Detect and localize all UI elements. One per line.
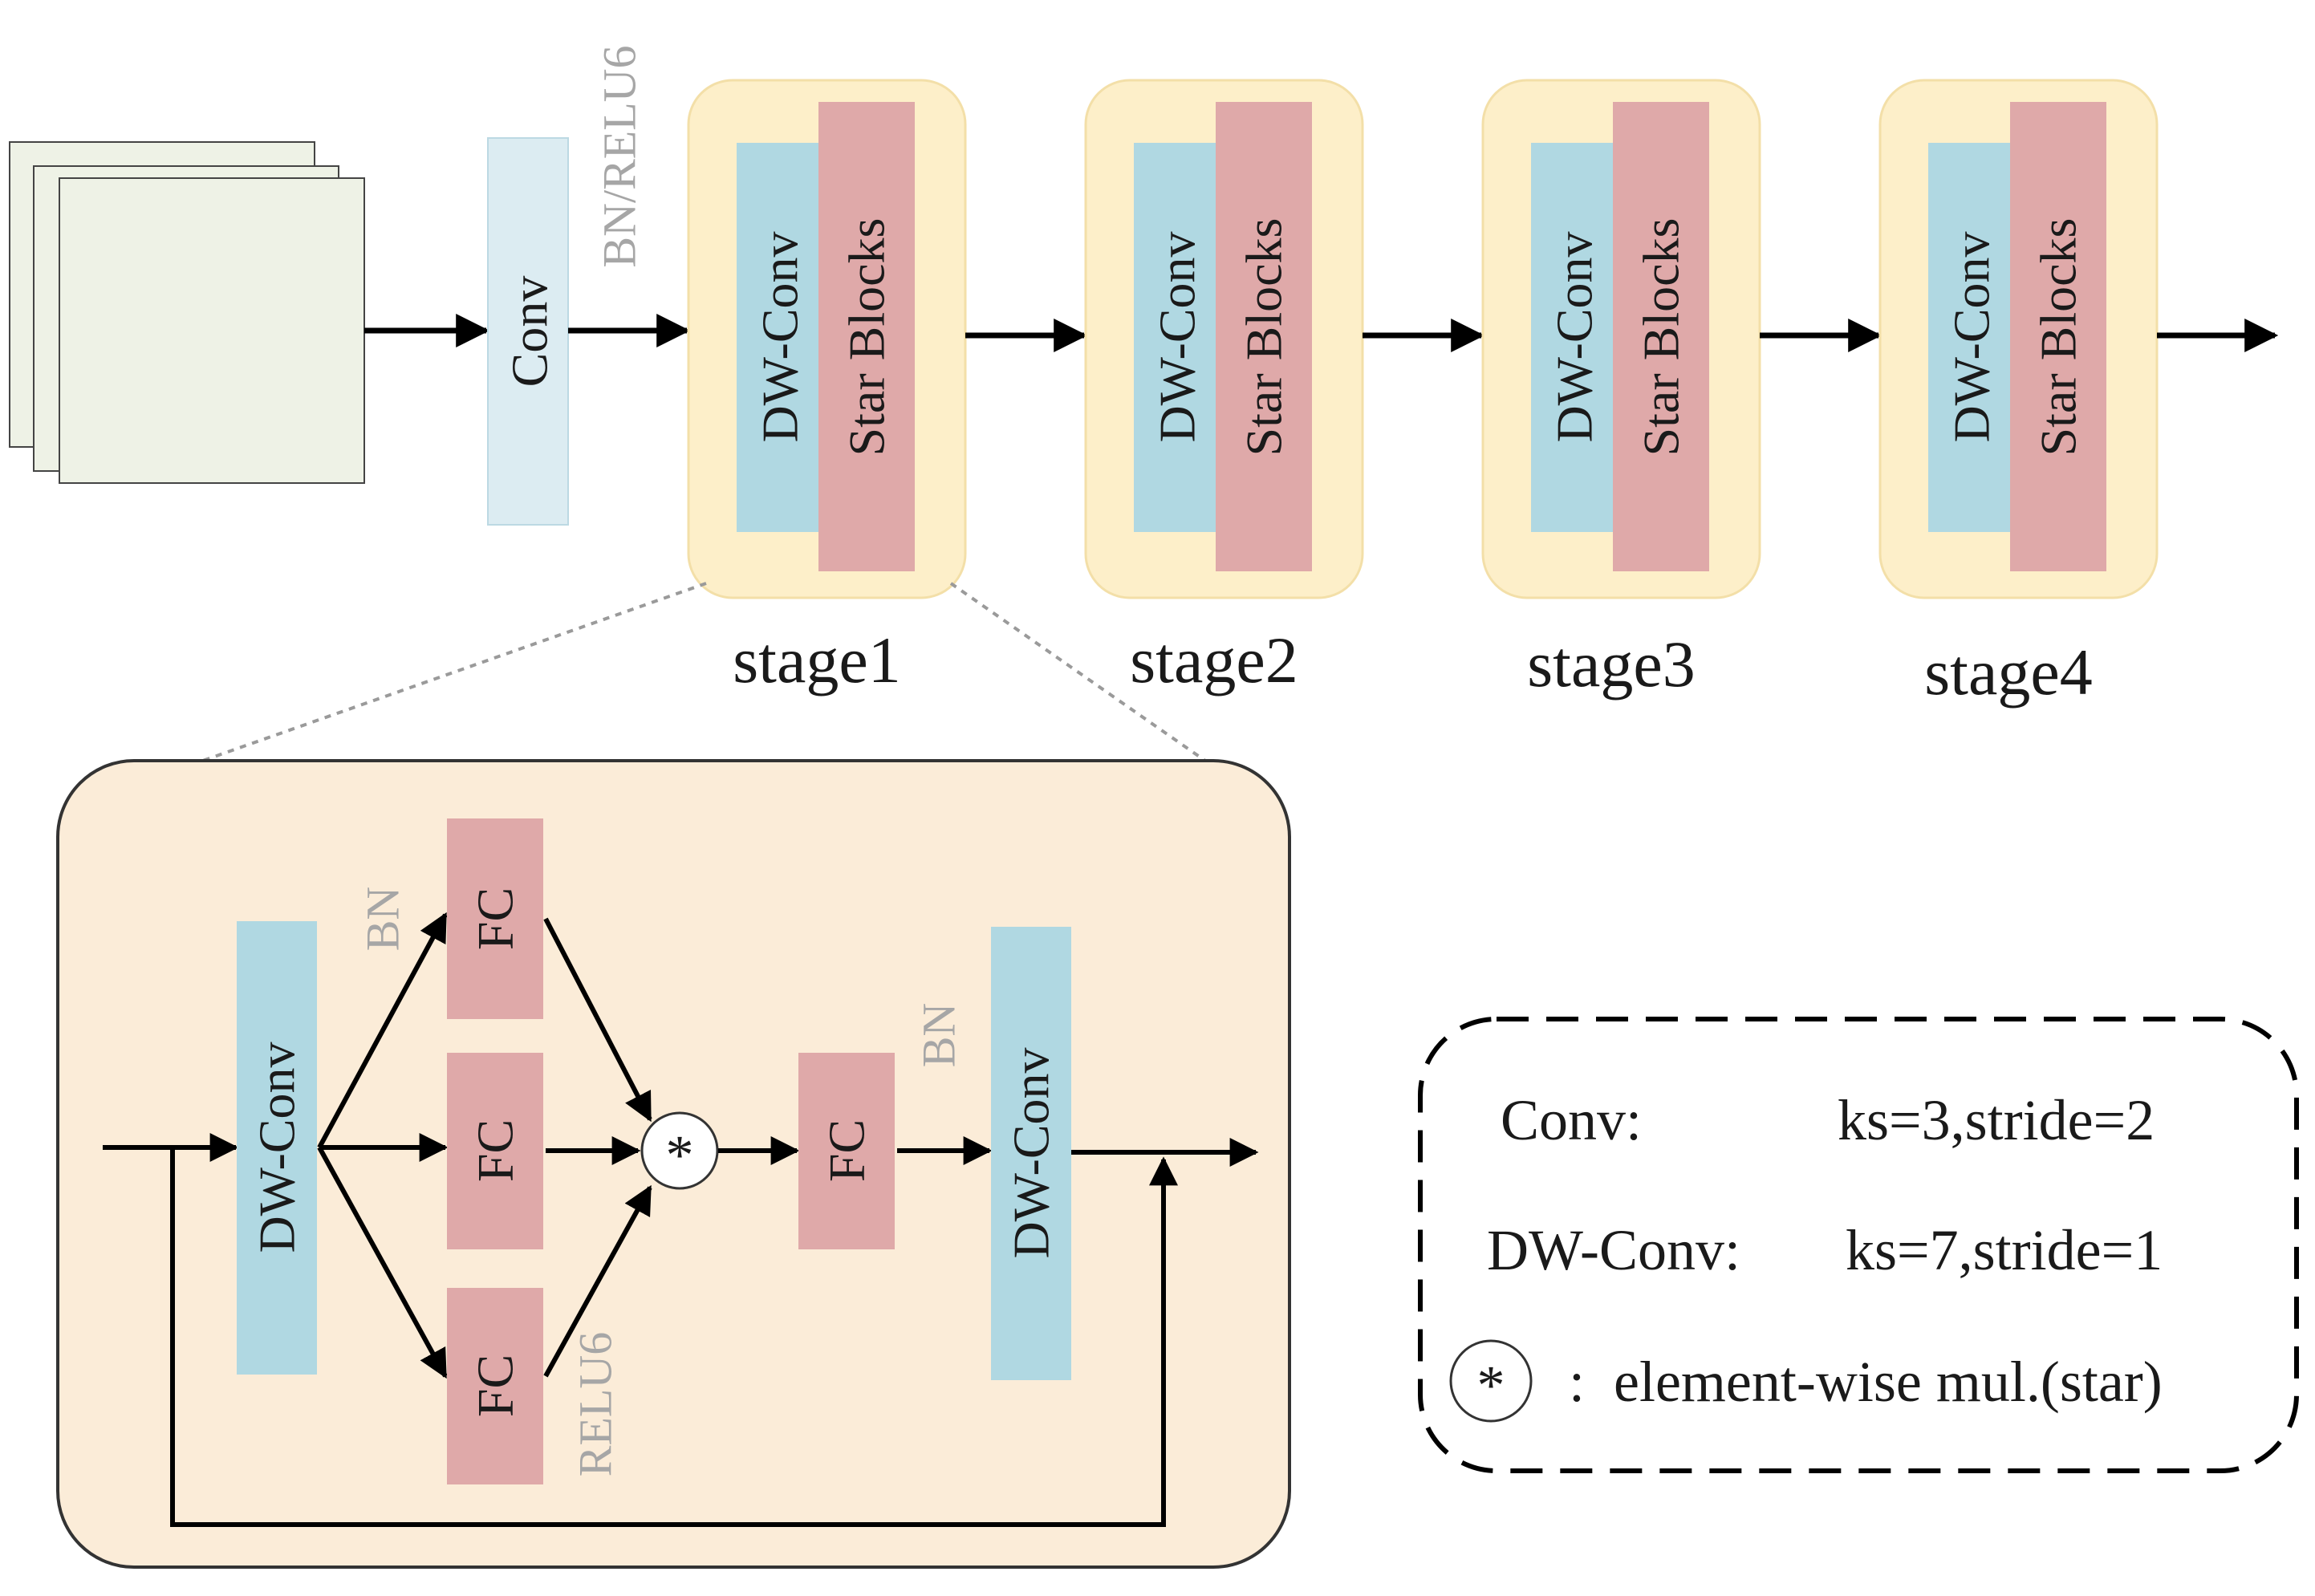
svg-text:FC: FC [467,1119,524,1182]
conv-label: Conv [502,276,558,388]
stage-4-label: stage4 [1924,636,2092,709]
svg-text:FC: FC [818,1119,875,1182]
legend-box [1418,1017,2299,1473]
stage-2-dwconv-block [1134,143,1224,532]
arrow-branch-bottom [317,1146,448,1379]
relu6-annotation: RELU6 [570,1332,622,1476]
stage-4-star-blocks [2010,102,2106,571]
input-image-stack [9,141,365,484]
stage-4-dwconv-label: DW-Conv [1943,231,2000,442]
stage-3-star-blocks [1613,102,1709,571]
arrow-fc-top-to-star [543,917,652,1123]
stage-3: DW-Conv Star Blocks stage3 [1481,79,1761,701]
stage-3-label: stage3 [1527,627,1695,701]
fc-mid-block: FC [447,1053,543,1249]
conv-block: Conv [487,137,569,526]
star-operator: * [640,1111,719,1190]
legend-dwconv-key: DW-Conv: [1487,1218,1740,1282]
stage-2-label: stage2 [1130,623,1298,696]
stage-3-star-label: Star Blocks [1633,218,1690,457]
fc-bottom-block: FC [447,1288,543,1484]
stage-4-dwconv-block [1928,143,2018,532]
legend-star-symbol: * [1449,1339,1533,1423]
svg-text:FC: FC [467,887,524,950]
dwconv-out-block: DW-Conv [991,927,1071,1380]
svg-text:DW-Conv: DW-Conv [1003,1047,1060,1258]
arrow-branch-top [317,912,448,1149]
bn-annotation-top: BN [357,887,409,952]
legend-conv-key: Conv: [1501,1088,1642,1152]
stage-1-dwconv-label: DW-Conv [752,231,809,442]
dwconv-in-block: DW-Conv [237,921,317,1375]
svg-text:*: * [666,1125,694,1187]
stage-1-label: stage1 [733,623,900,696]
legend-dwconv-value: ks=7,stride=1 [1846,1218,2163,1282]
stage-2: DW-Conv Star Blocks stage2 [1084,79,1364,696]
stages-group: DW-Conv Star Blocks stage1 DW-Conv Star Bloc… [687,79,2159,709]
bn-annotation-after: BN [913,1003,965,1068]
stage-1-star-blocks [818,102,915,571]
conv-annotation: BN/RELU6 [594,45,646,267]
zoom-line-left [99,582,707,800]
stage-1: DW-Conv Star Blocks stage1 [687,79,967,696]
svg-text:*: * [1477,1355,1505,1417]
zoom-line-right [949,582,1249,792]
fc-top-block: FC [447,818,543,1019]
stage-4: DW-Conv Star Blocks stage4 [1878,79,2159,709]
legend-conv-value: ks=3,stride=2 [1838,1088,2155,1152]
stage-1-star-label: Star Blocks [839,218,896,457]
stage-2-dwconv-label: DW-Conv [1149,231,1206,442]
stage-4-star-label: Star Blocks [2030,218,2087,457]
stage-3-dwconv-block [1531,143,1621,532]
skip-connection [170,1147,1178,1527]
fc-after-block: FC [798,1053,895,1249]
svg-text:DW-Conv: DW-Conv [249,1042,306,1253]
stage-3-dwconv-label: DW-Conv [1546,231,1603,442]
stage-2-star-label: Star Blocks [1236,218,1293,457]
svg-text:FC: FC [467,1354,524,1417]
stage-2-star-blocks [1216,102,1312,571]
arrow-fc-bottom-to-star [543,1184,652,1378]
stage-1-dwconv-block [737,143,826,532]
legend-star-desc: : element-wise mul.(star) [1569,1350,2163,1414]
